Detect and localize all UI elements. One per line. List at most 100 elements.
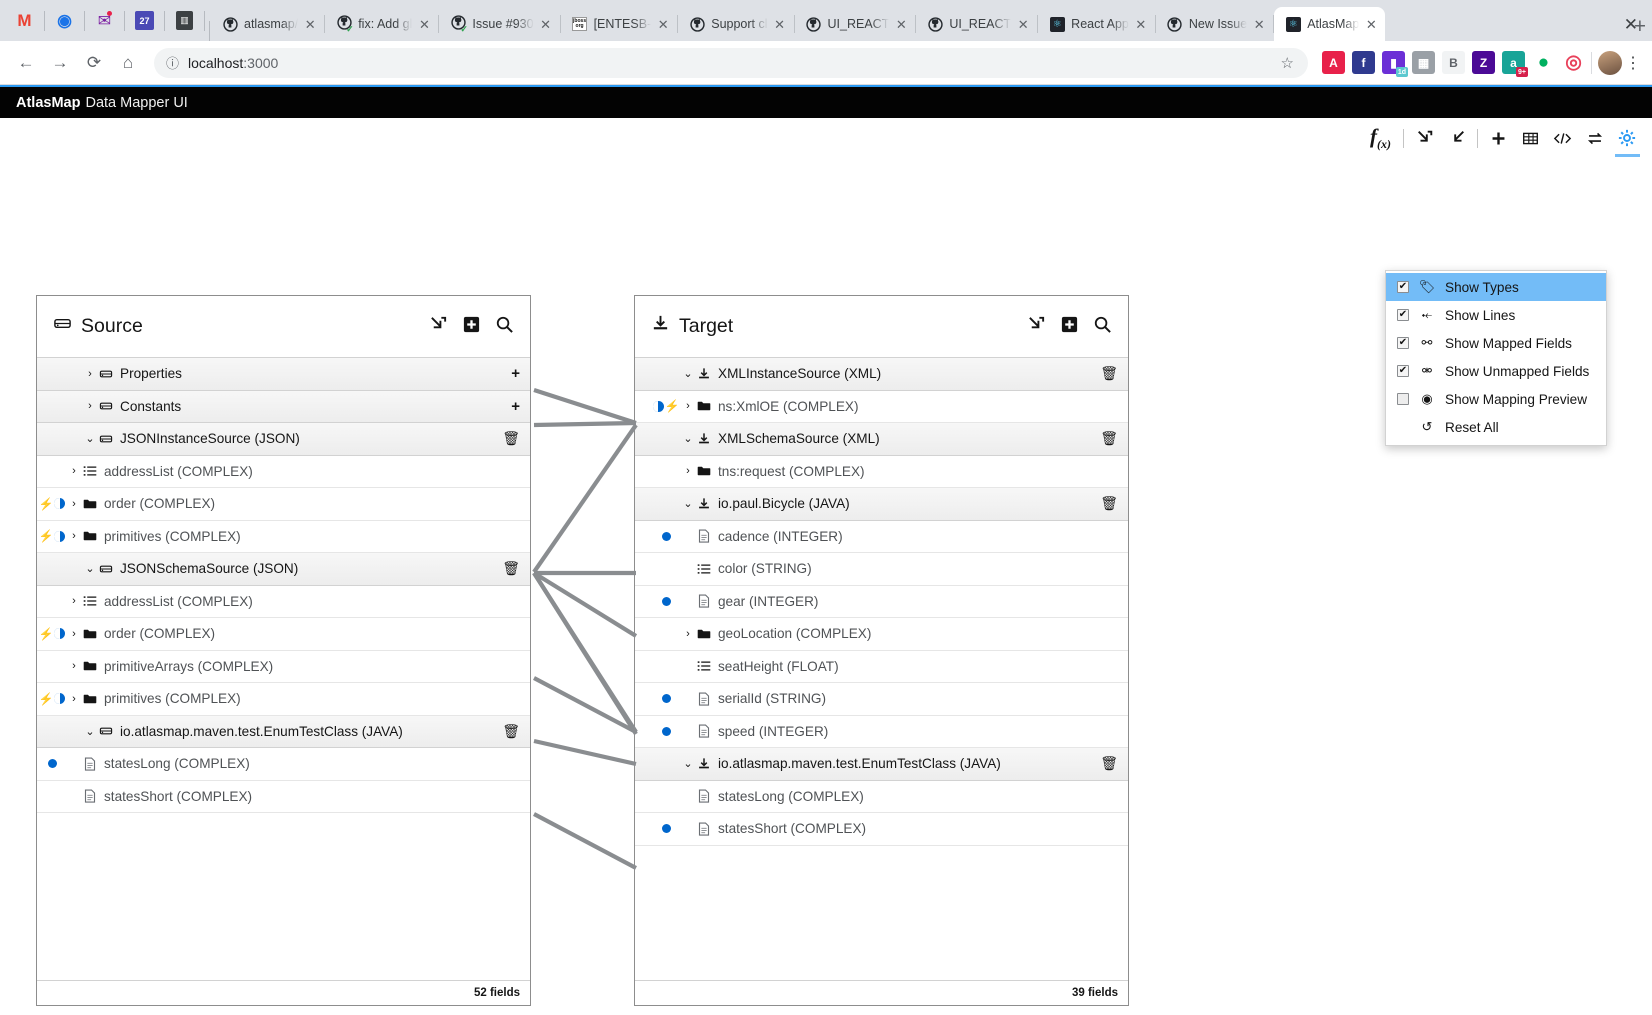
tab-close-button[interactable]: ✕ xyxy=(418,16,430,32)
browser-tab[interactable]: Support cl✕ xyxy=(678,7,793,41)
add-field-button[interactable]: + xyxy=(511,397,520,415)
field-row[interactable]: statesLong (COMPLEX) xyxy=(635,780,1128,813)
import-instance-icon[interactable] xyxy=(1027,315,1046,339)
chrome-menu-button[interactable]: ⋮ xyxy=(1625,54,1641,72)
browser-tab[interactable]: ✓fix: Add gl✕ xyxy=(325,7,438,41)
browser-tab[interactable]: New Issue✕ xyxy=(1156,7,1273,41)
source-field-list[interactable]: ›Properties+›Constants+⌄JSONInstanceSour… xyxy=(37,358,530,980)
tab-close-button[interactable]: ✕ xyxy=(304,16,316,32)
notes-bookmark-icon[interactable]: ▥ xyxy=(171,7,198,34)
window-close-button[interactable]: ✕ xyxy=(1623,15,1638,34)
chevron-right-icon[interactable]: › xyxy=(72,465,76,478)
fonts-extension-icon[interactable]: f xyxy=(1352,51,1375,74)
chevron-down-icon[interactable]: ⌄ xyxy=(85,725,95,738)
field-row[interactable]: seatHeight (FLOAT) xyxy=(635,650,1128,683)
field-row[interactable]: ›addressList (COMPLEX) xyxy=(37,455,530,488)
chevron-right-icon[interactable]: › xyxy=(72,660,76,673)
browser-tab[interactable]: ✓Issue #930✕ xyxy=(439,7,559,41)
checkbox[interactable] xyxy=(1397,393,1409,405)
tab-close-button[interactable]: ✕ xyxy=(540,16,552,32)
document-row[interactable]: ›Properties+ xyxy=(37,358,530,391)
chevron-right-icon[interactable]: › xyxy=(686,465,690,478)
document-row[interactable]: ⌄io.atlasmap.maven.test.EnumTestClass (J… xyxy=(37,715,530,748)
document-row[interactable]: ⌄io.atlasmap.maven.test.EnumTestClass (J… xyxy=(635,748,1128,781)
menu-item-reset-all[interactable]: ↺Reset All xyxy=(1386,413,1606,441)
delete-document-button[interactable]: 🗑 xyxy=(1100,365,1118,382)
field-row[interactable]: statesShort (COMPLEX) xyxy=(635,813,1128,846)
field-row[interactable]: statesLong (COMPLEX) xyxy=(37,748,530,781)
document-row[interactable]: ⌄io.paul.Bicycle (JAVA)🗑 xyxy=(635,488,1128,521)
back-button[interactable]: ← xyxy=(17,52,35,72)
delete-document-button[interactable]: 🗑 xyxy=(502,430,520,447)
chevron-down-icon[interactable]: ⌄ xyxy=(683,758,693,771)
chevron-right-icon[interactable]: › xyxy=(88,367,92,380)
browser-tab[interactable]: UI_REACT✕ xyxy=(795,7,916,41)
menu-item-show-mapped-fields[interactable]: ✔⚯Show Mapped Fields xyxy=(1386,329,1606,357)
field-row[interactable]: ⚡›order (COMPLEX) xyxy=(37,488,530,521)
tab-close-button[interactable]: ✕ xyxy=(895,16,907,32)
calendar-bookmark-icon[interactable]: 27 xyxy=(131,7,158,34)
add-document-icon[interactable] xyxy=(462,315,481,339)
address-bar[interactable]: ⓘ localhost:3000 ☆ xyxy=(154,47,1308,78)
field-row[interactable]: speed (INTEGER) xyxy=(635,715,1128,748)
document-row[interactable]: ›Constants+ xyxy=(37,390,530,423)
toggle-direction-icon[interactable] xyxy=(1583,127,1606,150)
field-row[interactable]: ›geoLocation (COMPLEX) xyxy=(635,618,1128,651)
export-mappings-icon[interactable] xyxy=(1445,127,1468,150)
menu-item-show-unmapped-fields[interactable]: ✔⚮Show Unmapped Fields xyxy=(1386,357,1606,385)
chevron-right-icon[interactable]: › xyxy=(686,627,690,640)
new-tab-button[interactable]: + xyxy=(1633,15,1646,38)
delete-document-button[interactable]: 🗑 xyxy=(1100,755,1118,772)
chevron-down-icon[interactable]: ⌄ xyxy=(85,433,95,446)
checkbox[interactable]: ✔ xyxy=(1397,337,1409,349)
browser-tab[interactable]: ⚛React App✕ xyxy=(1038,7,1155,41)
add-document-icon[interactable] xyxy=(1060,315,1079,339)
field-row[interactable]: ›tns:request (COMPLEX) xyxy=(635,455,1128,488)
location-bookmark-icon[interactable]: ◉ xyxy=(57,10,72,30)
field-row[interactable]: color (STRING) xyxy=(635,553,1128,586)
target-field-list[interactable]: ⌄XMLInstanceSource (XML)🗑⚡›ns:XmlOE (COM… xyxy=(635,358,1128,980)
field-row[interactable]: ›primitiveArrays (COMPLEX) xyxy=(37,650,530,683)
chevron-down-icon[interactable]: ⌄ xyxy=(683,433,693,446)
delete-document-button[interactable]: 🗑 xyxy=(502,560,520,577)
zotero-extension-icon[interactable]: Z xyxy=(1472,51,1495,74)
home-button[interactable]: ⌂ xyxy=(122,52,134,72)
import-mappings-icon[interactable] xyxy=(1413,127,1436,150)
chevron-right-icon[interactable]: › xyxy=(72,627,76,640)
settings-gear-icon[interactable] xyxy=(1615,127,1640,157)
forward-button[interactable]: → xyxy=(51,52,69,72)
chevron-down-icon[interactable]: ⌄ xyxy=(683,368,693,381)
chevron-down-icon[interactable]: ⌄ xyxy=(683,498,693,511)
adobe-acrobat-extension-icon[interactable]: A xyxy=(1322,51,1345,74)
delete-document-button[interactable]: 🗑 xyxy=(1100,495,1118,512)
chevron-right-icon[interactable]: › xyxy=(72,595,76,608)
menu-item-show-types[interactable]: ✔🏷Show Types xyxy=(1386,273,1606,301)
checkbox[interactable]: ✔ xyxy=(1397,365,1409,377)
avatar[interactable] xyxy=(1598,50,1622,75)
tab-close-button[interactable]: ✕ xyxy=(657,16,669,32)
document-row[interactable]: ⌄JSONSchemaSource (JSON)🗑 xyxy=(37,553,530,586)
site-info-icon[interactable]: ⓘ xyxy=(166,56,180,71)
browser-tab[interactable]: UI_REACT✕ xyxy=(916,7,1037,41)
expression-fx-icon[interactable]: f(x) xyxy=(1370,124,1391,152)
chevron-right-icon[interactable]: › xyxy=(72,692,76,705)
code-view-icon[interactable] xyxy=(1551,127,1574,150)
add-field-button[interactable]: + xyxy=(511,365,520,383)
menu-item-show-lines[interactable]: ✔⤝Show Lines xyxy=(1386,301,1606,329)
add-mapping-icon[interactable] xyxy=(1487,127,1510,150)
field-row[interactable]: ⚡›primitives (COMPLEX) xyxy=(37,520,530,553)
tab-close-button[interactable]: ✕ xyxy=(1365,16,1377,32)
mail-bookmark-icon[interactable]: ✉ xyxy=(97,10,113,30)
checkbox[interactable]: ✔ xyxy=(1397,281,1409,293)
browser-tab-active[interactable]: ⚛AtlasMap✕ xyxy=(1274,7,1386,41)
field-row[interactable]: cadence (INTEGER) xyxy=(635,520,1128,553)
purple-ext-extension-icon[interactable]: ▮1d xyxy=(1382,51,1408,77)
field-row[interactable]: ⚡›primitives (COMPLEX) xyxy=(37,683,530,716)
search-icon[interactable] xyxy=(1093,315,1112,339)
reload-button[interactable]: ⟳ xyxy=(86,52,102,72)
chevron-down-icon[interactable]: ⌄ xyxy=(85,563,95,576)
chevron-right-icon[interactable]: › xyxy=(686,400,690,413)
tab-close-button[interactable]: ✕ xyxy=(774,16,785,32)
